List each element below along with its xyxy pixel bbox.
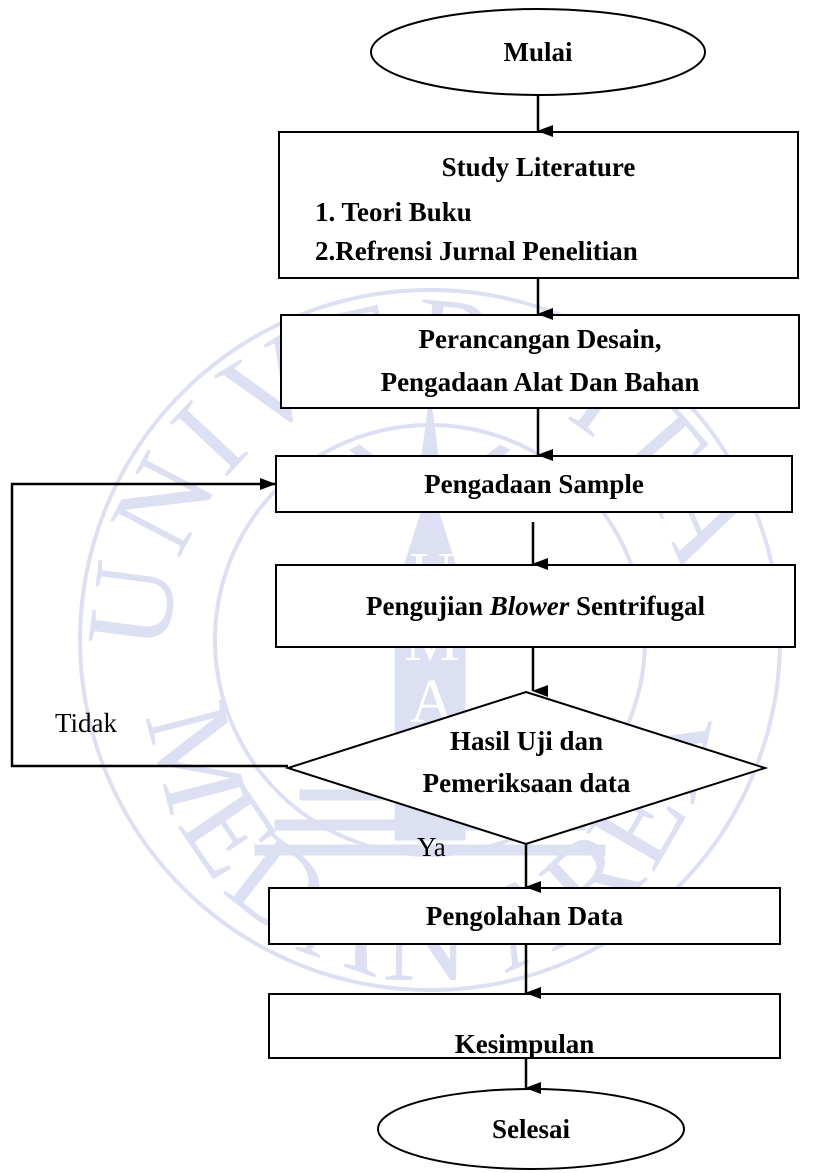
- study-title: Study Literature: [441, 152, 636, 182]
- arrow-no-loop-back: [10, 478, 288, 768]
- decision-line-1: Hasil Uji dan: [449, 726, 604, 756]
- testing-box: [275, 564, 796, 648]
- study-item-2: 2.Refrensi Jurnal Penelitian: [315, 236, 638, 266]
- sample-label: Pengadaan Sample: [424, 469, 644, 499]
- conclusion-box: [268, 993, 781, 1059]
- design-box: [280, 314, 800, 409]
- study-item-1: 1. Teori Buku: [315, 197, 472, 227]
- start-label: Mulai: [503, 37, 573, 67]
- design-line-1: Perancangan Desain,: [418, 324, 662, 354]
- testing-label-italic: Blower: [489, 591, 570, 621]
- conclusion-label: Kesimpulan: [454, 1029, 595, 1059]
- processing-box: [268, 887, 781, 945]
- edge-label-no: Tidak: [55, 708, 118, 738]
- design-line-2: Pengadaan Alat Dan Bahan: [380, 367, 700, 397]
- edge-label-yes: Ya: [417, 832, 446, 862]
- testing-label-suffix: Sentrifugal: [576, 591, 706, 621]
- testing-label-prefix: Pengujian: [365, 591, 483, 621]
- end-label: Selesai: [492, 1114, 570, 1144]
- testing-label: Pengujian Blower Sentrifugal: [276, 587, 795, 625]
- sample-box: [275, 455, 793, 513]
- processing-label: Pengolahan Data: [425, 901, 624, 931]
- decision-line-2: Pemeriksaan data: [422, 768, 631, 798]
- study-literature-box: [278, 131, 799, 279]
